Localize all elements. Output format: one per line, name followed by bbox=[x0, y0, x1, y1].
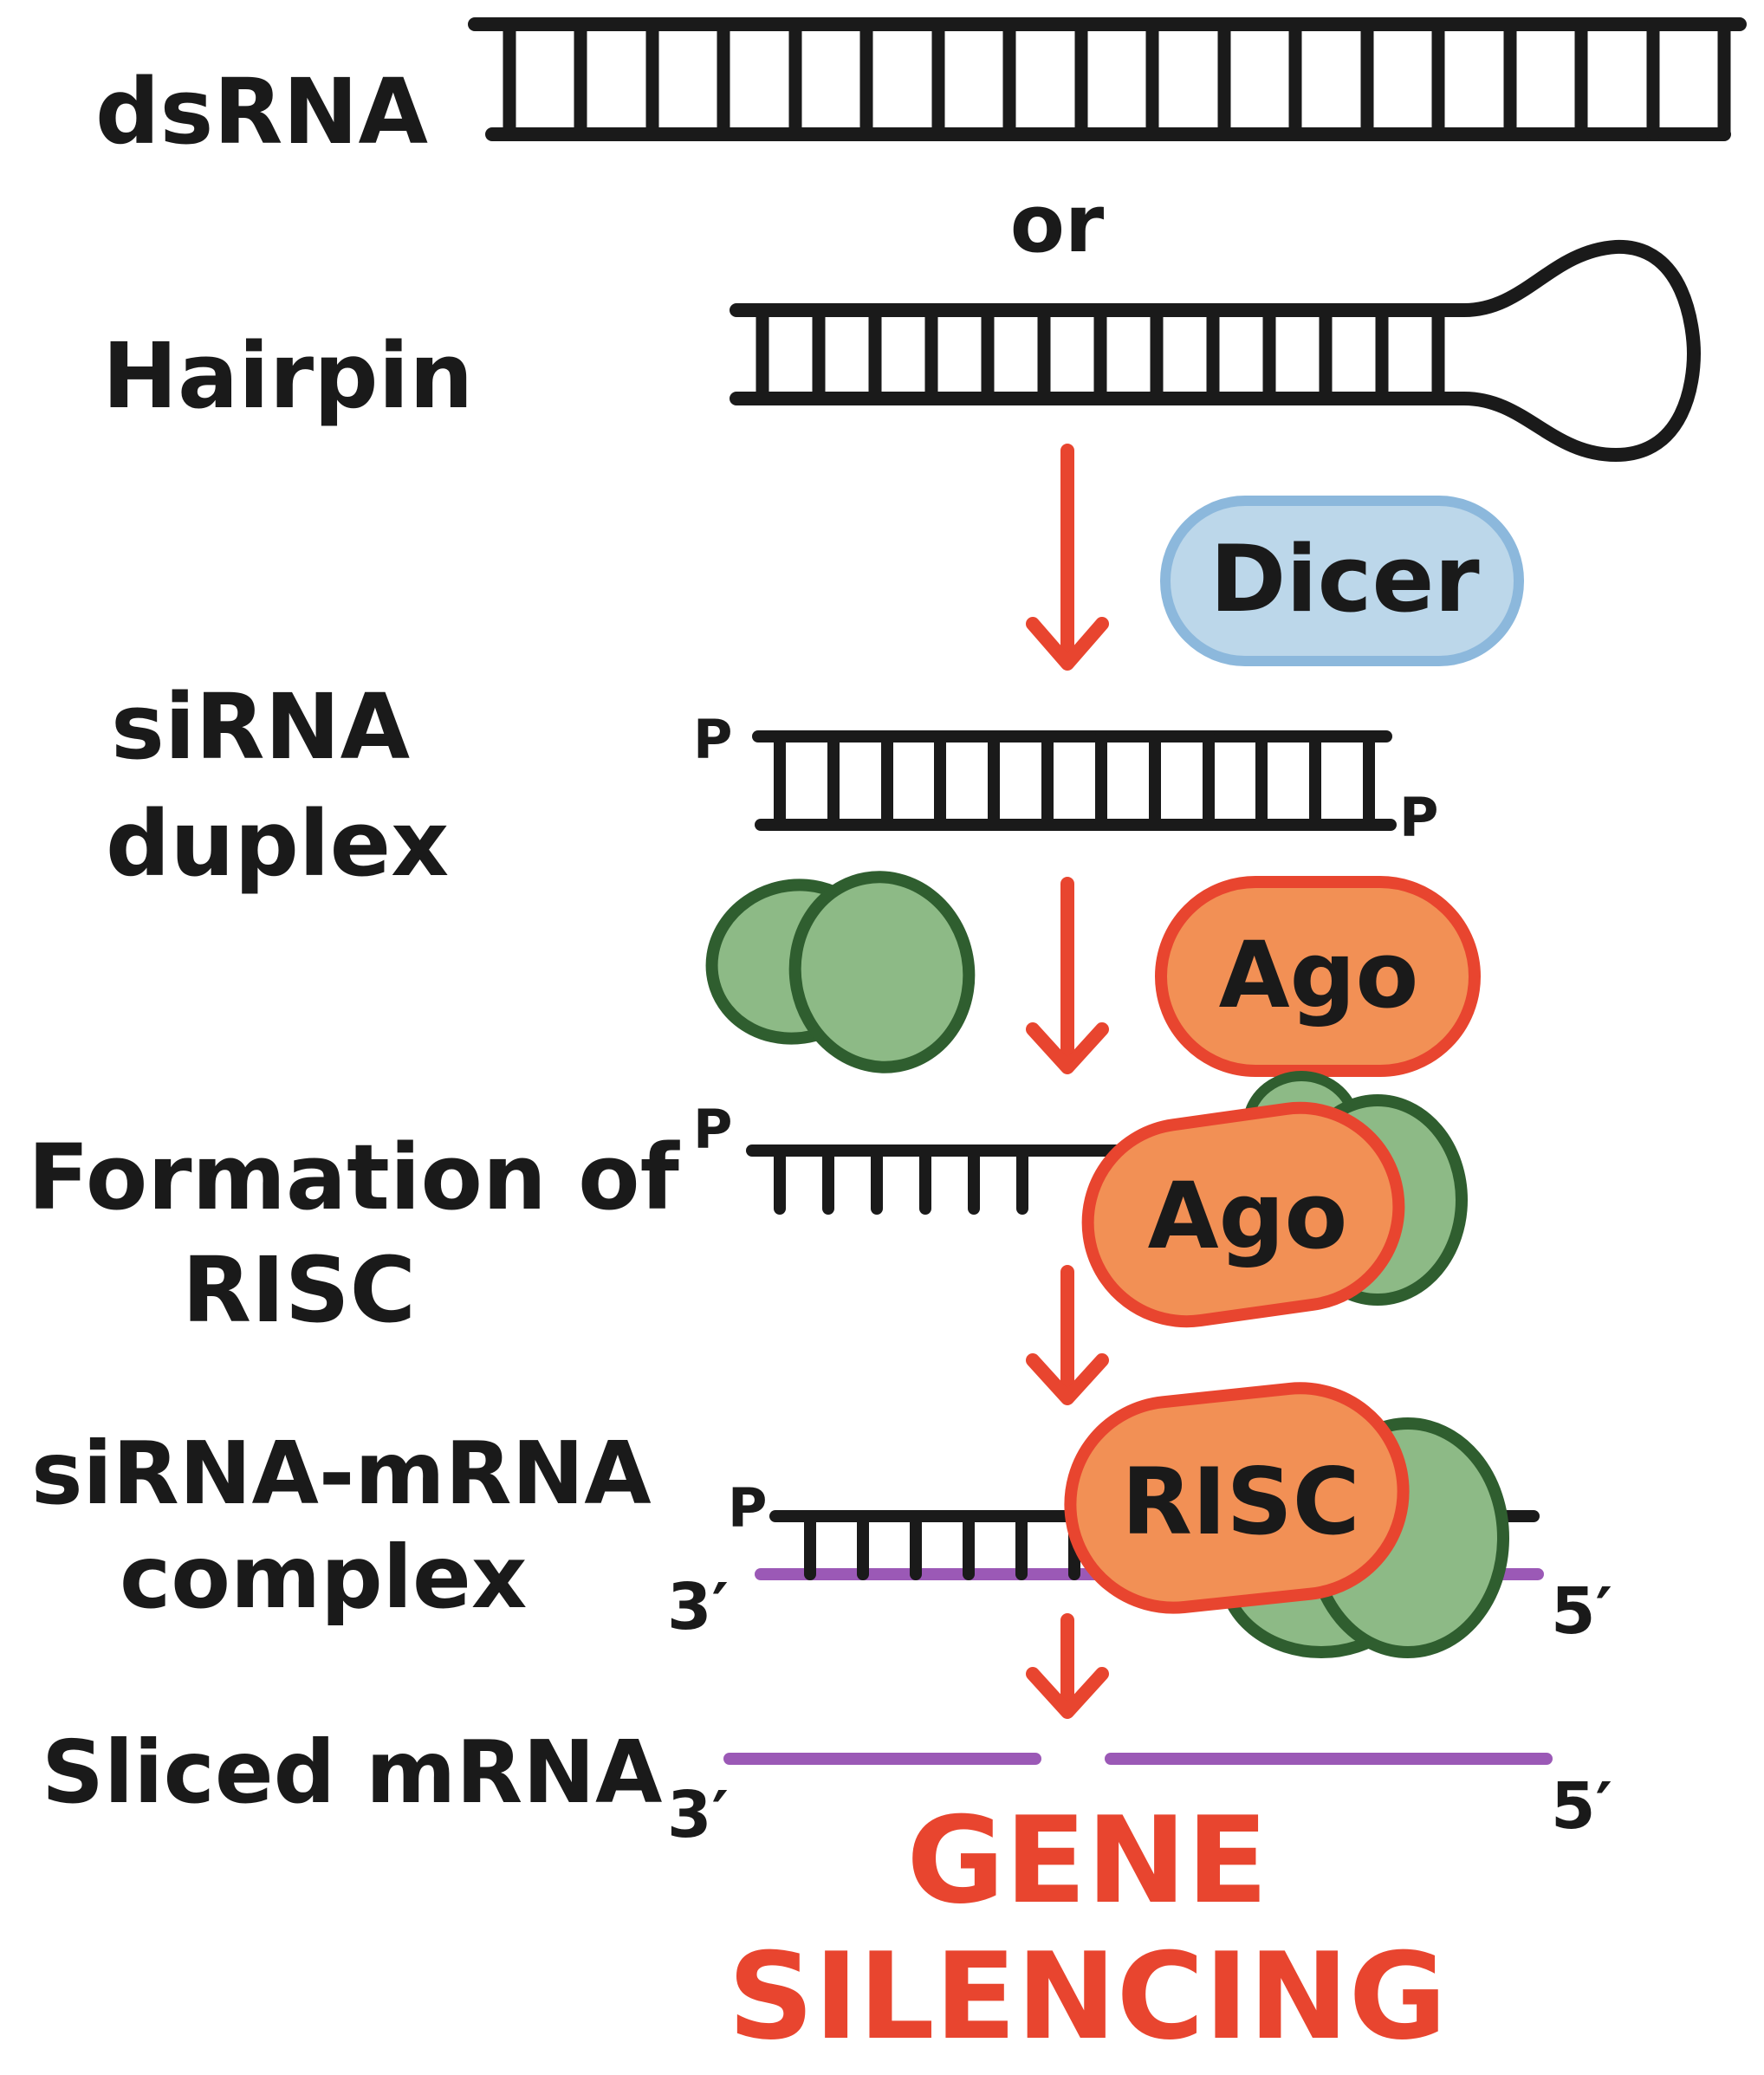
arrow-slicing bbox=[1026, 1613, 1109, 1719]
outcome-line2: SILENCING bbox=[728, 1927, 1447, 2066]
three-prime-label-sliced: 3′ bbox=[667, 1778, 729, 1852]
label-risc-formation-line1: Formation of bbox=[28, 1125, 681, 1230]
sirna-duplex: P P bbox=[693, 708, 1438, 849]
sirna-mrna-complex: P 3′ 5′ RISC bbox=[667, 1382, 1612, 1658]
accessory-proteins-free bbox=[705, 871, 976, 1073]
label-dsrna: dsRNA bbox=[95, 59, 428, 165]
label-or: or bbox=[1010, 178, 1105, 270]
dsrna-rungs bbox=[503, 17, 1731, 141]
risc-label: RISC bbox=[1121, 1449, 1359, 1555]
dsrna-ladder bbox=[468, 17, 1747, 141]
three-prime-label-complex: 3′ bbox=[667, 1570, 729, 1644]
dicer-label: Dicer bbox=[1210, 526, 1479, 632]
arrow-targeting bbox=[1026, 1265, 1109, 1405]
dicer-protein: Dicer bbox=[1160, 496, 1524, 666]
label-sliced-mrna: Sliced mRNA bbox=[42, 1722, 662, 1823]
phosphate-complex-label: P bbox=[728, 1476, 767, 1540]
sliced-mrna: 3′ 5′ bbox=[667, 1753, 1612, 1852]
ago-protein-free: Ago bbox=[1155, 876, 1481, 1077]
ago-bound-label: Ago bbox=[1148, 1163, 1348, 1269]
phosphate-risc-label: P bbox=[693, 1098, 732, 1161]
phosphate-3-label: P bbox=[1399, 786, 1438, 849]
sirna-rungs bbox=[774, 730, 1375, 831]
outcome-line1: GENE bbox=[906, 1791, 1268, 1930]
complex-rungs bbox=[804, 1510, 1080, 1580]
hairpin-structure bbox=[730, 239, 1701, 462]
label-complex-line2: complex bbox=[120, 1527, 527, 1628]
risc-formation: P Ago bbox=[693, 1071, 1468, 1328]
arrow-dicing bbox=[1026, 444, 1109, 671]
arrow-loading bbox=[1026, 877, 1109, 1074]
ago-free-label: Ago bbox=[1219, 922, 1419, 1028]
label-complex-line1: siRNA-mRNA bbox=[31, 1423, 652, 1524]
label-sirna-line2: duplex bbox=[106, 791, 449, 897]
hairpin-rungs bbox=[756, 303, 1445, 405]
five-prime-label-complex: 5′ bbox=[1551, 1574, 1612, 1649]
label-sirna-line1: siRNA bbox=[111, 674, 410, 780]
risc-single-strand-rungs bbox=[774, 1144, 1028, 1215]
label-risc-formation-line2: RISC bbox=[182, 1237, 416, 1343]
label-hairpin: Hairpin bbox=[102, 323, 473, 429]
five-prime-label-sliced: 5′ bbox=[1551, 1769, 1612, 1844]
phosphate-5-label: P bbox=[693, 708, 732, 771]
